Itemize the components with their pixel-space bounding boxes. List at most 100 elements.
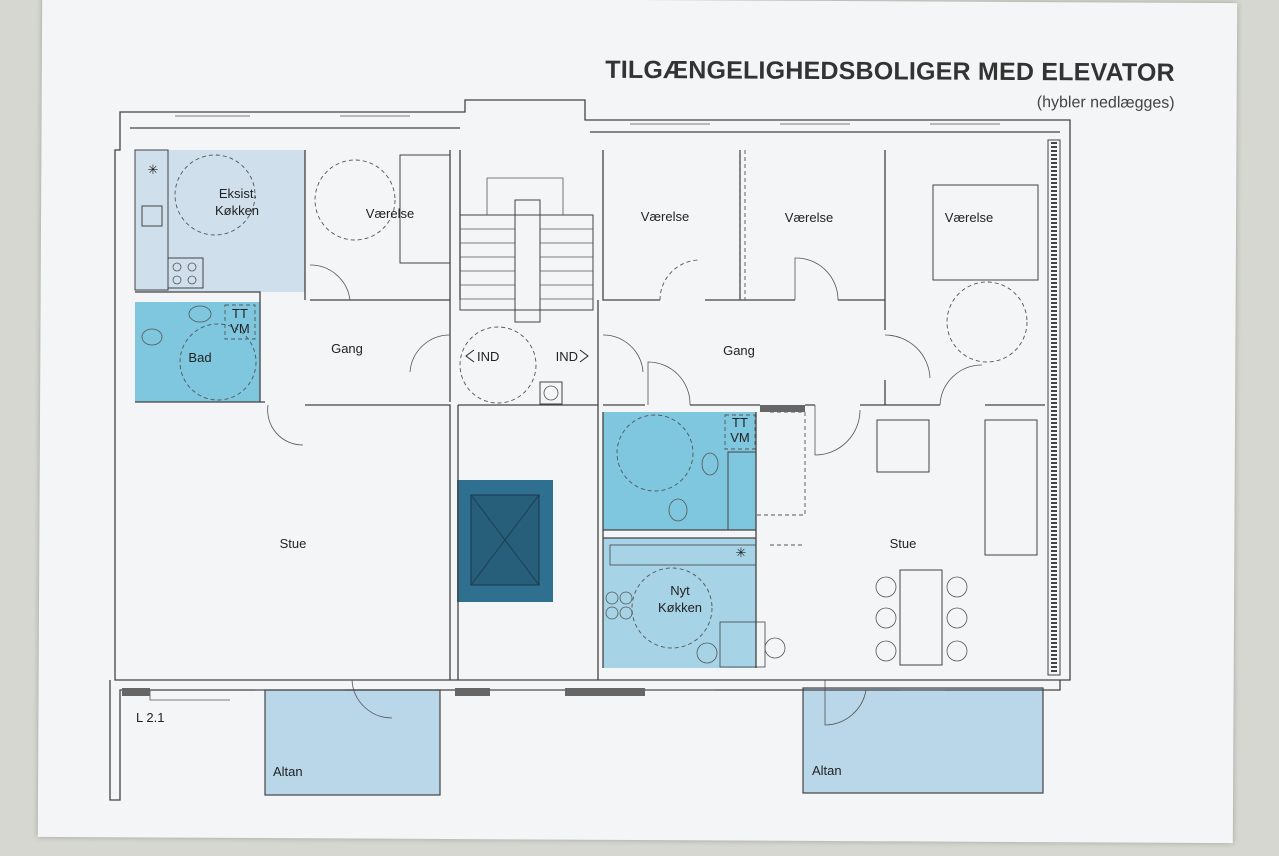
label-vaerelse-4: Værelse	[945, 210, 993, 225]
stair-treads	[460, 228, 593, 300]
washbasin-right	[701, 452, 719, 476]
door-swing-9	[939, 364, 983, 406]
chair-1	[875, 576, 897, 598]
balcony-left	[264, 689, 441, 796]
lobby-turning-circle	[459, 326, 537, 404]
stove-burner-2	[187, 262, 197, 272]
label-stue-left: Stue	[280, 536, 307, 551]
outer-wall	[114, 99, 1071, 681]
balcony-right	[802, 687, 1044, 794]
label-vaerelse-3: Værelse	[785, 210, 833, 225]
label-vaerelse-1: Værelse	[366, 206, 414, 221]
label-vm-2: VM	[730, 430, 750, 445]
toilet-right	[668, 498, 688, 522]
kitchen-turning-circle-new	[631, 567, 713, 649]
fan-icon-new: ✳	[736, 545, 747, 560]
ind-right-arrow-icon	[579, 349, 589, 363]
door-swing-3	[409, 334, 451, 373]
interior-walls-left	[135, 150, 461, 680]
door-swing-10	[814, 405, 861, 456]
label-tt-2: TT	[732, 415, 748, 430]
table-right	[876, 419, 930, 473]
bath-turning-circle-left	[179, 323, 257, 401]
right-wall-hatch	[1047, 139, 1061, 676]
stool-1	[696, 642, 718, 664]
stove	[167, 257, 204, 289]
fan-icon: ✳	[148, 162, 159, 177]
label-nyt-1: Nyt	[670, 583, 690, 598]
new-kitchen-burner-4	[619, 606, 633, 620]
stool-2	[764, 637, 786, 659]
label-vm-1: VM	[230, 321, 250, 336]
lobby-walls	[457, 300, 599, 680]
label-ind-right: IND	[556, 349, 578, 364]
door-swing-7	[647, 361, 691, 406]
label-bad: Bad	[188, 350, 211, 365]
label-vaerelse-2: Værelse	[641, 209, 689, 224]
label-stue-right: Stue	[890, 536, 917, 551]
chair-4	[946, 576, 968, 598]
dining-table	[899, 569, 943, 666]
stair-well	[514, 199, 541, 323]
label-level: L 2.1	[136, 710, 164, 725]
door-swing-1	[309, 264, 351, 301]
existing-kitchen-zone	[135, 150, 305, 292]
lobby-fixture	[539, 381, 563, 405]
interior-walls-right	[602, 150, 1045, 668]
stair-outline	[486, 177, 564, 215]
facade-hatch-4	[760, 405, 805, 412]
bathroom-zone-right	[603, 412, 756, 530]
label-eksist-2: Køkken	[215, 203, 259, 218]
stove-burner-3	[172, 275, 182, 285]
label-altan-left: Altan	[273, 764, 303, 779]
new-kitchen-burner-3	[605, 606, 619, 620]
chair-6	[946, 640, 968, 662]
toilet-left	[141, 328, 163, 346]
stove-burner-1	[172, 262, 182, 272]
new-kitchen-zone	[603, 538, 756, 668]
new-kitchen-burner-1	[605, 591, 619, 605]
label-tt-1: TT	[232, 306, 248, 321]
new-kitchen-island	[719, 621, 766, 668]
facade-hatch-2	[455, 688, 490, 696]
label-eksist-1: Eksist.	[219, 186, 257, 201]
label-gang-left: Gang	[331, 341, 363, 356]
elevator-cross-2	[470, 494, 540, 586]
top-wall-inner	[130, 127, 1060, 133]
bottom-facade	[109, 680, 1061, 801]
bed-1	[399, 154, 451, 264]
door-swing-11	[351, 679, 393, 719]
door-swing-2	[267, 404, 304, 446]
label-altan-right: Altan	[812, 763, 842, 778]
kitchen-turning-circle	[174, 154, 256, 236]
label-gang-right: Gang	[723, 343, 755, 358]
chair-2	[875, 607, 897, 629]
kitchen-sink	[141, 205, 163, 227]
door-swing-8	[884, 334, 931, 379]
washbasin-left	[188, 305, 212, 323]
door-swing-5	[659, 259, 701, 301]
door-swing-4	[602, 334, 644, 373]
chair-3	[875, 640, 897, 662]
door-swing-12	[824, 680, 867, 726]
new-kitchen-counter	[609, 544, 757, 566]
kitchen-counter	[134, 149, 169, 291]
bathroom-zone-left	[135, 302, 260, 402]
tt-vm-box-right	[724, 414, 756, 450]
room-circle-2	[946, 281, 1028, 363]
door-swing-6	[794, 257, 839, 301]
facade-hatch-3	[565, 688, 645, 696]
stove-burner-4	[187, 275, 197, 285]
bath-turning-circle-right	[616, 414, 694, 492]
bed-2	[932, 184, 1039, 281]
room-circle-1	[314, 159, 396, 241]
sofa-right	[984, 419, 1038, 556]
ind-left-arrow-icon	[465, 349, 475, 363]
top-window-strip	[175, 115, 1000, 125]
label-ind-left: IND	[477, 349, 499, 364]
facade-hatch-1	[122, 688, 150, 696]
tt-vm-box-left	[224, 304, 256, 340]
facade-windows	[149, 689, 945, 701]
lobby-fixture-circle	[543, 385, 559, 401]
